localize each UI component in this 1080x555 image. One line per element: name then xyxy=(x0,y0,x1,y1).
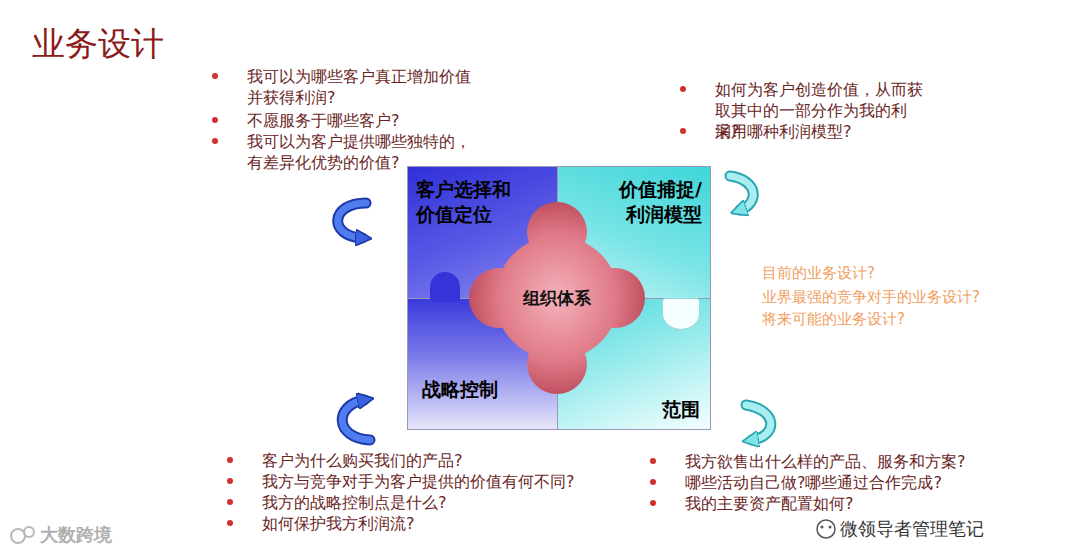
label-text: 目前的业务设计? xyxy=(762,264,875,282)
label-text: 采用哪种利润模型? xyxy=(715,122,852,141)
label-text: 我方欲售出什么样的产品、服务和方案? xyxy=(685,452,966,471)
bullet-dot xyxy=(212,73,218,79)
cycle-arrow xyxy=(338,203,366,238)
label-text: 我的主要资产配置如何? xyxy=(685,494,854,513)
cycle-arrow xyxy=(746,405,771,440)
watermark: 大数跨境 xyxy=(40,524,112,546)
label-text: 客户为什么购买我们的产品? xyxy=(262,451,463,470)
bullet-text: 如何保护我方利润流? xyxy=(262,513,642,534)
bullet-dot xyxy=(212,117,218,123)
bullet-text: 我可以为客户提供哪些独特的，有差异化优势的价值? xyxy=(247,131,475,173)
cycle-arrow xyxy=(730,176,753,210)
side-note: 将来可能的业务设计? xyxy=(762,309,905,329)
watermark-logo xyxy=(817,520,835,538)
bullet-dot xyxy=(227,520,233,526)
core-piece: 组织体系 xyxy=(469,202,645,394)
puzzle-tab xyxy=(430,272,460,302)
bullet-text: 采用哪种利润模型? xyxy=(715,121,975,142)
label-text: 微领导者管理笔记 xyxy=(840,518,984,539)
piece-label: 范围 xyxy=(662,397,700,422)
bullet-dot xyxy=(680,128,686,134)
label-text: 不愿服务于哪些客户? xyxy=(247,111,400,130)
label-text: 如何保护我方利润流? xyxy=(262,514,415,533)
bullet-dot xyxy=(650,500,656,506)
cycle-arrow xyxy=(342,400,370,440)
bullet-text: 我方的战略控制点是什么? xyxy=(262,492,642,513)
label-text: 我可以为客户提供哪些独特的，有差异化优势的价值? xyxy=(247,132,471,172)
watermark: 微领导者管理笔记 xyxy=(840,518,984,540)
bullet-dot xyxy=(227,478,233,484)
bullet-dot xyxy=(212,138,218,144)
label-text: 我方的战略控制点是什么? xyxy=(262,493,447,512)
label-text: 将来可能的业务设计? xyxy=(762,310,905,328)
label-text: 我可以为哪些客户真正增加价值并获得利润? xyxy=(247,67,471,107)
bullet-dot xyxy=(227,499,233,505)
piece-label: 价值捕捉/利润模型 xyxy=(613,177,702,227)
bullet-text: 我方与竞争对手为客户提供的价值有何不同? xyxy=(262,471,642,492)
label-text: 哪些活动自己做?哪些通过合作完成? xyxy=(685,473,942,492)
page-title: 业务设计 xyxy=(32,24,164,64)
piece-label: 客户选择和价值定位 xyxy=(416,177,517,227)
bullet-dot xyxy=(650,458,656,464)
bullet-text: 不愿服务于哪些客户? xyxy=(247,110,507,131)
bullet-text: 我的主要资产配置如何? xyxy=(685,493,1070,514)
bullet-dot xyxy=(227,457,233,463)
side-note: 目前的业务设计? xyxy=(762,263,875,283)
label-text: 业界最强的竞争对手的业务设计? xyxy=(762,288,980,306)
bullet-dot xyxy=(680,86,686,92)
bullet-dot xyxy=(650,479,656,485)
side-note: 业界最强的竞争对手的业务设计? xyxy=(762,287,980,307)
bullet-text: 我方欲售出什么样的产品、服务和方案? xyxy=(685,451,1070,472)
bullet-text: 我可以为哪些客户真正增加价值并获得利润? xyxy=(247,66,475,108)
bullet-text: 哪些活动自己做?哪些通过合作完成? xyxy=(685,472,1070,493)
watermark-logo xyxy=(11,527,34,543)
core-label: 组织体系 xyxy=(523,287,591,309)
label-text: 大数跨境 xyxy=(40,524,112,545)
label-text: 我方与竞争对手为客户提供的价值有何不同? xyxy=(262,472,575,491)
bullet-text: 客户为什么购买我们的产品? xyxy=(262,450,642,471)
piece-label: 战略控制 xyxy=(422,377,498,402)
puzzle-notch xyxy=(662,298,700,330)
